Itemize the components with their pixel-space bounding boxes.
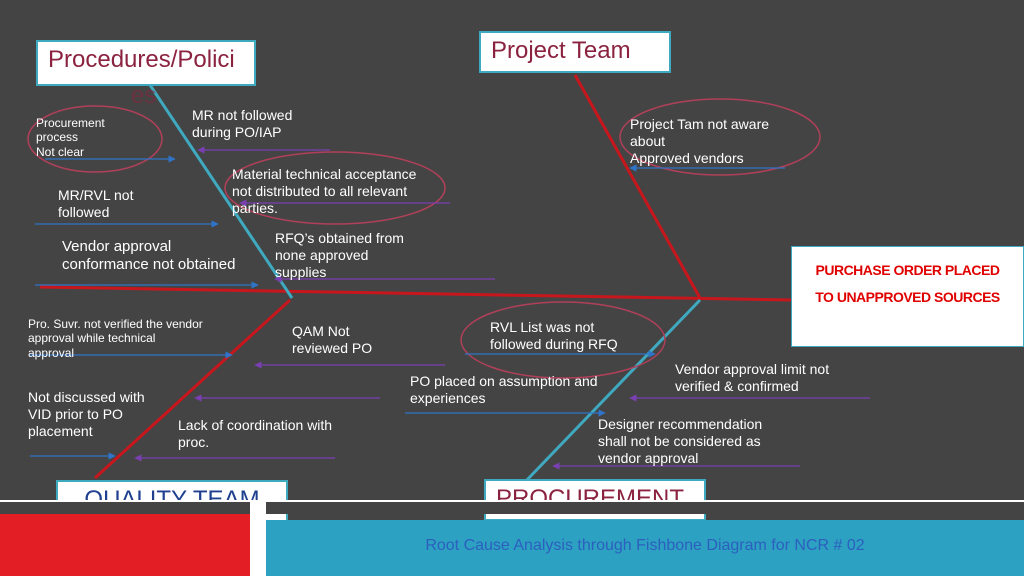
cause-lack-coordination: Lack of coordination with proc. bbox=[178, 417, 333, 450]
footer-white-block bbox=[250, 500, 266, 576]
category-project-team: Project Team bbox=[479, 31, 671, 73]
category-procedures-overflow: es bbox=[131, 82, 157, 109]
category-project-team-label: Project Team bbox=[491, 37, 631, 64]
effect-box: PURCHASE ORDER PLACED TO UNAPPROVED SOUR… bbox=[791, 246, 1024, 347]
cause-material-acceptance: Material technical acceptance not distri… bbox=[232, 166, 417, 216]
footer-gap bbox=[0, 500, 1024, 514]
highlight-ellipse-procurement-process bbox=[27, 105, 163, 173]
bone-procedures bbox=[148, 84, 294, 299]
cause-procurement-process: Procurement process Not clear bbox=[36, 116, 105, 159]
cause-rvl-list: RVL List was not followed during RFQ bbox=[490, 319, 618, 352]
effect-label: PURCHASE ORDER PLACED TO UNAPPROVED SOUR… bbox=[815, 262, 1000, 305]
bone-procurement bbox=[523, 298, 702, 484]
cause-qam: QAM Not reviewed PO bbox=[292, 323, 373, 356]
highlight-ellipse-rvl-list bbox=[460, 301, 666, 379]
bone-project-team bbox=[573, 74, 702, 299]
footer-divider bbox=[0, 500, 1024, 502]
cause-not-discussed: Not discussed with VID prior to PO place… bbox=[28, 389, 145, 439]
cause-mr-rvl: MR/RVL not followed bbox=[58, 187, 134, 220]
category-procedures: Procedures/Polici bbox=[36, 40, 256, 86]
cause-po-assumption: PO placed on assumption and experiences bbox=[410, 373, 598, 406]
bone-quality-team bbox=[93, 298, 292, 480]
footer-blue-block bbox=[266, 520, 1024, 576]
cause-vendor-limit: Vendor approval limit not verified & con… bbox=[675, 361, 830, 394]
footer-caption: Root Cause Analysis through Fishbone Dia… bbox=[425, 537, 865, 554]
cause-designer: Designer recommendation shall not be con… bbox=[598, 416, 763, 466]
highlight-ellipse-material-acceptance bbox=[224, 151, 446, 225]
cause-project-tam: Project Tam not aware about Approved ven… bbox=[630, 116, 770, 166]
category-procedures-label: Procedures/Polici bbox=[48, 46, 235, 73]
footer-red-block bbox=[0, 514, 250, 576]
highlight-ellipse-project-tam bbox=[619, 98, 821, 176]
cause-mr-not-followed: MR not followed during PO/IAP bbox=[192, 107, 293, 140]
cause-rfq-obtained: RFQ’s obtained from none approved suppli… bbox=[275, 230, 404, 280]
cause-pro-suvr: Pro. Suvr. not verified the vendor appro… bbox=[28, 317, 203, 360]
fishbone-spine bbox=[39, 285, 793, 302]
cause-vendor-conformance: Vendor approval conformance not obtained bbox=[62, 238, 236, 273]
